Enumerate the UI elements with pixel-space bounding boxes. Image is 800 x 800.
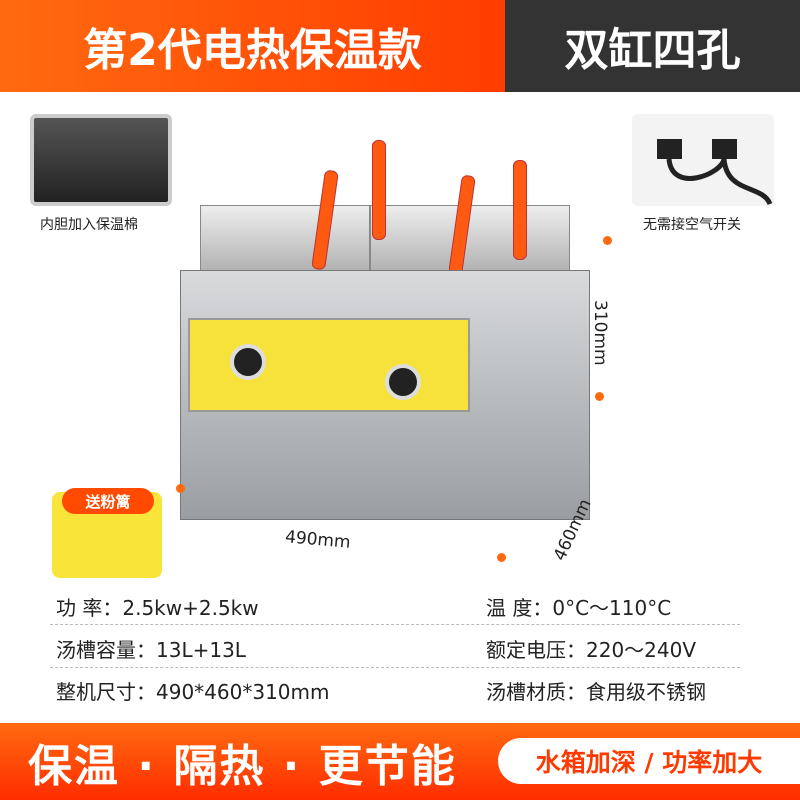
basket-handle	[513, 160, 527, 260]
plug-caption: 无需接空气开关	[643, 217, 741, 233]
insulation-inset-image	[30, 114, 172, 206]
width-label: 490mm	[284, 527, 352, 553]
divider	[50, 624, 740, 625]
basket-handle	[372, 140, 386, 240]
spec-temperature: 温 度：0°C～110°C	[486, 596, 672, 620]
footer-slogan: 保温 · 隔热 · 更节能	[28, 741, 457, 792]
spec-voltage: 额定电压：220～240V	[486, 638, 697, 662]
control-panel	[188, 318, 470, 412]
spec-power: 功 率：2.5kw+2.5kw	[56, 596, 259, 620]
header-title: 第2代电热保温款	[0, 0, 505, 92]
spec-material: 汤槽材质：食用级不锈钢	[486, 680, 706, 704]
thermostat-knob	[385, 364, 421, 400]
gift-tag: 送粉篱	[62, 488, 154, 514]
spec-size: 整机尺寸：490*460*310mm	[56, 680, 330, 704]
footer-badge: 水箱加深 / 功率加大	[498, 738, 800, 784]
spec-capacity: 汤槽容量：13L+13L	[56, 638, 246, 662]
left-basin	[200, 205, 370, 280]
power-plug-icon	[657, 139, 773, 206]
divider	[50, 667, 740, 668]
thermostat-knob	[230, 344, 266, 380]
height-label: 310mm	[590, 300, 610, 366]
header-model: 双缸四孔	[505, 0, 800, 92]
plug-inset-image	[632, 114, 774, 206]
insulation-caption: 内胆加入保温棉	[40, 217, 138, 233]
